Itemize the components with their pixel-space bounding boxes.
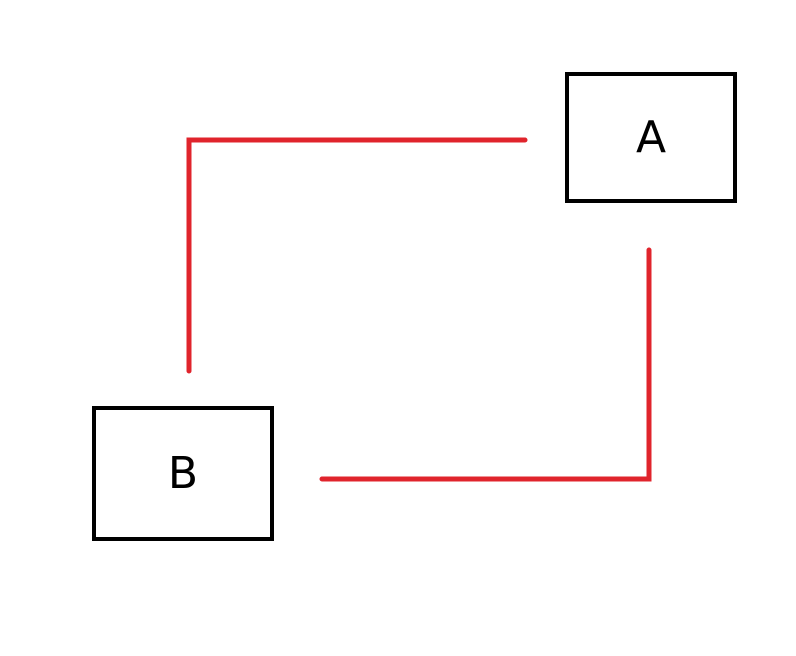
node-a-label: A xyxy=(635,111,667,163)
node-b-box: B xyxy=(92,406,274,541)
connector-bottom-line xyxy=(319,247,652,482)
connector-top-line xyxy=(186,137,528,374)
node-b-label: B xyxy=(167,447,199,499)
node-a-box: A xyxy=(565,72,737,203)
